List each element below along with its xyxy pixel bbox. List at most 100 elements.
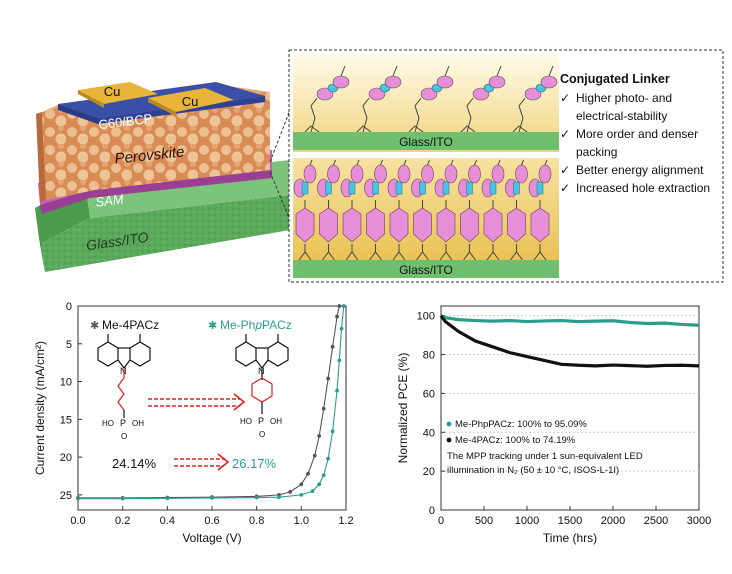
mpp-series <box>439 314 700 368</box>
dense-linker-carbazole-core <box>489 181 497 195</box>
loose-linker-ring <box>384 75 402 89</box>
loose-linker-anchor <box>460 125 476 133</box>
loose-linker-ring <box>472 87 490 101</box>
jv-legend: ✱ Me-4PACz ✱ Me-PhpPACz <box>90 318 292 332</box>
jv-x-tick-label: 0.0 <box>70 515 85 527</box>
loose-linker-chain <box>466 97 474 133</box>
c60-bcp-label: C60/BCP <box>98 111 154 132</box>
jv-x-tick-label: 0.6 <box>204 515 219 527</box>
linker-advantages-list: Conjugated Linker Higher photo- and elec… <box>560 70 720 197</box>
cu-label-left: Cu <box>104 84 121 99</box>
loose-linker-anchor <box>512 125 528 133</box>
bottom-substrate-label: Glass/ITO <box>399 263 453 277</box>
mpp-series-1-line <box>439 314 700 368</box>
loose-linker-ring <box>524 87 542 101</box>
linker-advantage-packing: More order and denser packing <box>560 125 720 161</box>
jv-series-0-point <box>306 471 310 476</box>
linker-advantage-alignment: Better energy alignment <box>560 161 720 179</box>
mpp-annotation-line-1: illumination in N₂ (50 ± 10 °C, ISOS-L-1… <box>447 465 619 476</box>
dense-linker-carbazole-ring <box>350 164 364 184</box>
loose-linker-methyl <box>392 65 398 77</box>
jv-series-0-point <box>299 482 304 487</box>
dense-linker-carbazole-core <box>395 181 403 195</box>
jv-series-0-point <box>330 344 335 349</box>
loose-linker-ring <box>488 75 506 89</box>
mpp-plot-frame <box>440 305 700 511</box>
jv-series-1-point <box>210 496 214 500</box>
jv-series-0-point <box>335 314 339 319</box>
jv-y-tick-label: 15 <box>60 414 72 426</box>
loose-linker-methyl <box>340 65 346 77</box>
jv-series-1-point <box>165 496 170 501</box>
jv-series-1-point <box>120 496 125 501</box>
loose-linker-ring <box>436 75 454 89</box>
dense-linker-phenyl <box>295 207 315 243</box>
dense-linker-phenyl <box>413 207 432 243</box>
dense-linker-carbazole-core <box>513 181 520 195</box>
loose-linker-anchor <box>356 125 372 133</box>
dense-linker-phenyl <box>389 207 409 243</box>
me-4pacz-o-atom: O <box>121 432 127 441</box>
mpp-y-tick-label: 60 <box>423 388 435 400</box>
loose-linker-chain <box>518 97 526 133</box>
mpp-x-tick-label: 2000 <box>601 515 625 527</box>
me-phppacz-oh-atom: OH <box>270 417 282 426</box>
jv-y-tick-label: 5 <box>66 339 72 351</box>
dense-linker-phenyl <box>483 207 503 243</box>
jv-y-tick-label: 20 <box>60 452 72 464</box>
mpp-x-tick-label: 3000 <box>687 515 711 527</box>
loose-linker-methyl <box>548 65 554 77</box>
loose-linker-ring <box>420 87 438 101</box>
loose-linker-chain <box>310 97 318 133</box>
me-4pacz-p-atom: P <box>120 418 126 428</box>
cu-label-right: Cu <box>182 94 199 109</box>
pce-transition-arrow <box>174 453 230 471</box>
dense-linker-methyl <box>521 159 524 166</box>
pce-left-label: 24.14% <box>112 456 157 471</box>
linker-legend-title: Conjugated Linker <box>560 72 670 86</box>
jv-series <box>76 304 346 501</box>
mpp-legend-marker-0 <box>446 421 452 427</box>
mpp-legend: Me-PhpPACz: 100% to 95.09% Me-4PACz: 100… <box>446 419 643 476</box>
mpp-x-tick-label: 1500 <box>558 515 582 527</box>
me-4pacz-ho-atom: HO <box>102 419 114 428</box>
mpp-x-tick-label: 2500 <box>644 515 668 527</box>
mpp-x-tick-label: 0 <box>438 515 444 527</box>
jv-series-1-point <box>326 456 331 461</box>
dense-linker-phenyl <box>460 207 479 243</box>
loose-linker-ring <box>368 87 386 101</box>
dense-linker-methyl <box>356 159 360 166</box>
cu-electrode-right <box>148 88 234 116</box>
loose-linker-ring <box>540 75 558 89</box>
mpp-legend-label-1: Me-4PACz: 100% to 74.19% <box>455 435 576 446</box>
dense-linker-carbazole-core <box>372 181 379 195</box>
loose-linker-molecules <box>304 65 558 133</box>
jv-y-tick-label: 25 <box>60 490 72 502</box>
dense-linker-methyl <box>380 159 383 166</box>
dense-linker-carbazole-core <box>466 181 473 195</box>
mpp-y-tick-label: 40 <box>423 427 435 439</box>
dense-linker-methyl <box>403 159 407 166</box>
me-phppacz-molecule <box>235 334 289 414</box>
dense-linker-carbazole-ring <box>303 164 317 184</box>
jv-series-1-point <box>310 489 315 494</box>
dense-linker-carbazole-core <box>536 181 544 195</box>
me-4pacz-oh-atom: OH <box>132 419 144 428</box>
jv-series-1-point <box>335 388 339 393</box>
dense-linker-carbazole-ring <box>538 164 552 184</box>
linker-advantage-stability: Higher photo- and electrical-stability <box>560 89 720 125</box>
jv-series-1-point <box>299 492 304 497</box>
jv-legend-label-0: Me-4PACz <box>102 318 159 332</box>
sam-label: SAM <box>95 191 125 209</box>
me-phppacz-o-atom: O <box>259 430 265 439</box>
cu-electrode-left <box>78 82 158 108</box>
loose-linker-chain <box>362 97 370 133</box>
dense-linker-carbazole-ring <box>444 164 458 184</box>
dense-linker-carbazole-core <box>419 181 426 195</box>
jv-legend-marker-0: ✱ <box>90 320 99 332</box>
jv-series-1-point <box>321 473 326 478</box>
dense-linker-phenyl <box>319 207 338 243</box>
